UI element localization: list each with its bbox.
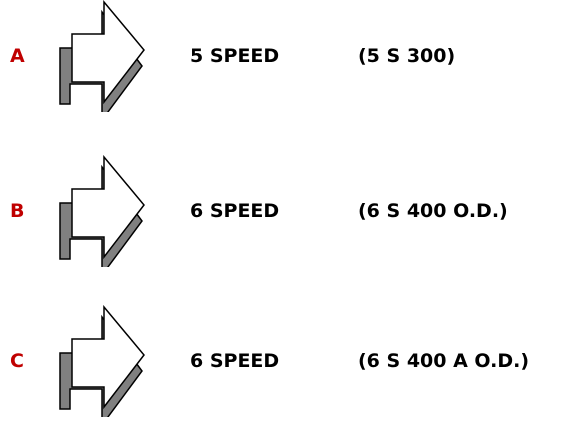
option-row-a: A 5 SPEED (5 S 300)	[0, 0, 569, 112]
option-row-b: B 6 SPEED (6 S 400 O.D.)	[0, 155, 569, 267]
speed-label: 5 SPEED	[190, 45, 280, 67]
right-arrow-icon	[59, 305, 145, 417]
option-letter: C	[10, 350, 24, 372]
model-code: (5 S 300)	[358, 45, 456, 67]
speed-label: 6 SPEED	[190, 200, 280, 222]
option-letter: B	[10, 200, 25, 222]
model-code: (6 S 400 O.D.)	[358, 200, 508, 222]
right-arrow-icon	[59, 155, 145, 267]
right-arrow-icon	[59, 0, 145, 112]
option-letter: A	[10, 45, 25, 67]
option-row-c: C 6 SPEED (6 S 400 A O.D.)	[0, 305, 569, 417]
model-code: (6 S 400 A O.D.)	[358, 350, 530, 372]
speed-label: 6 SPEED	[190, 350, 280, 372]
